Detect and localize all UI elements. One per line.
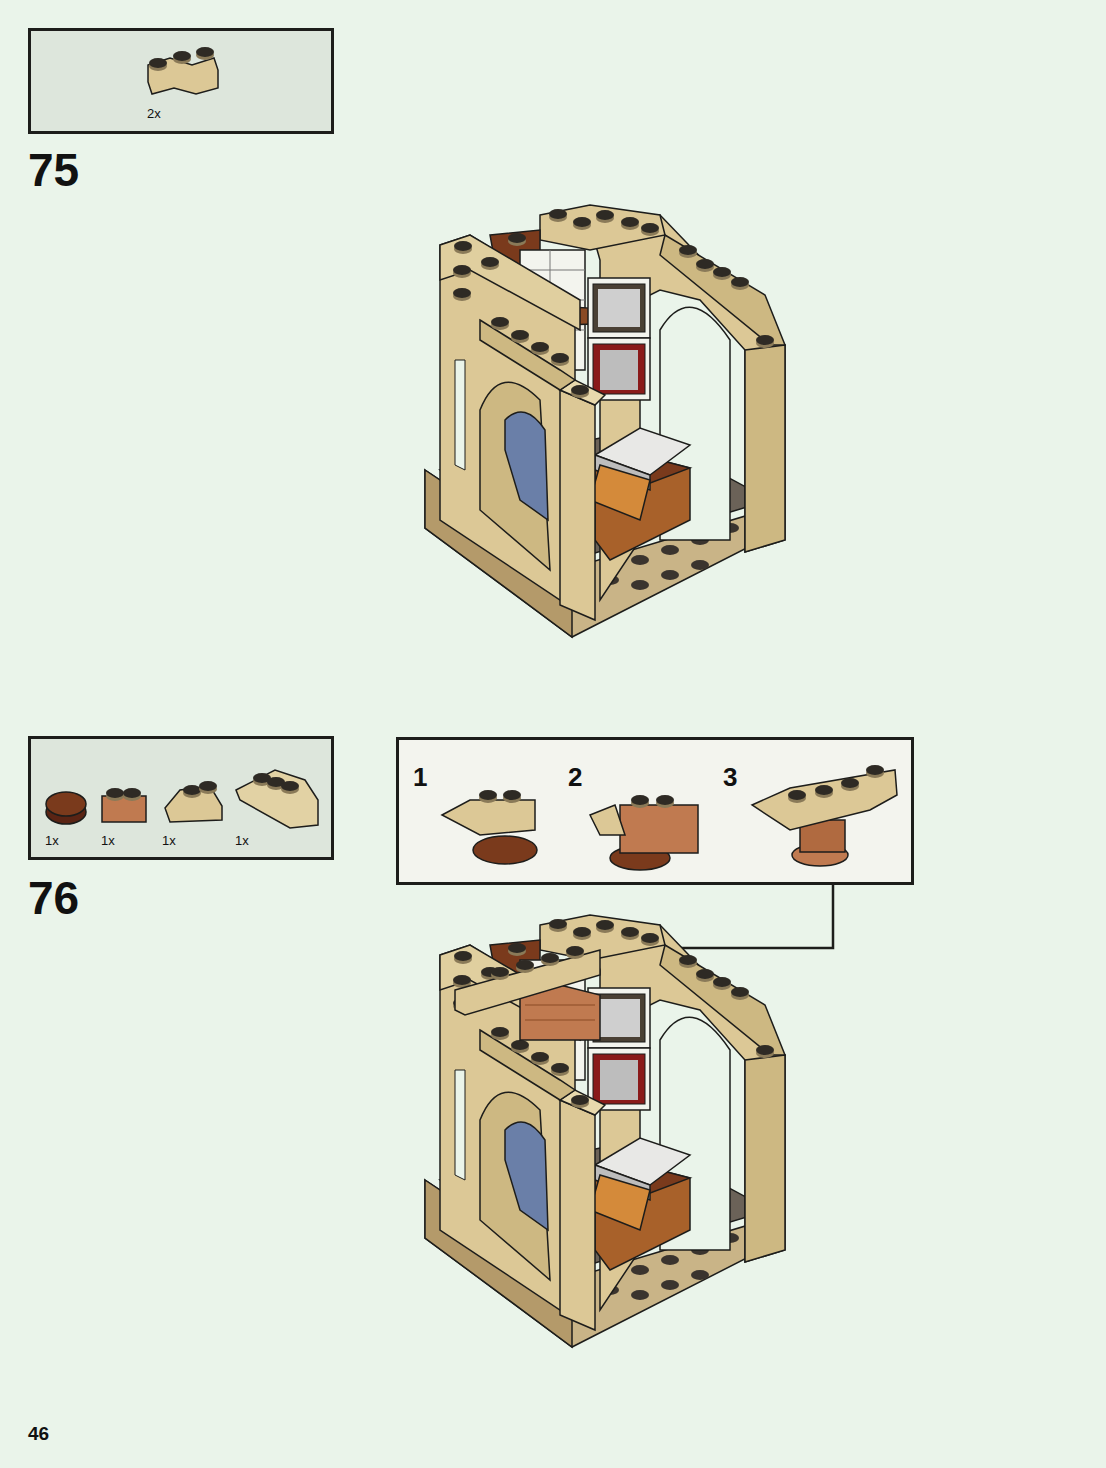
parts-box: 1x 1x 1x 1x	[28, 736, 334, 860]
substep-number: 1	[413, 764, 427, 790]
substep-number: 3	[723, 764, 737, 790]
quantity-label: 1x	[45, 834, 59, 847]
quantity-label: 2x	[147, 107, 161, 120]
parts-box: 2x	[28, 28, 334, 134]
step-number: 76	[28, 875, 79, 921]
substep-number: 2	[568, 764, 582, 790]
quantity-label: 1x	[101, 834, 115, 847]
quantity-label: 1x	[235, 834, 249, 847]
quantity-label: 1x	[162, 834, 176, 847]
substep-box: 1 2 3	[396, 737, 914, 885]
page-number: 46	[28, 1424, 49, 1443]
step-number: 75	[28, 147, 79, 193]
